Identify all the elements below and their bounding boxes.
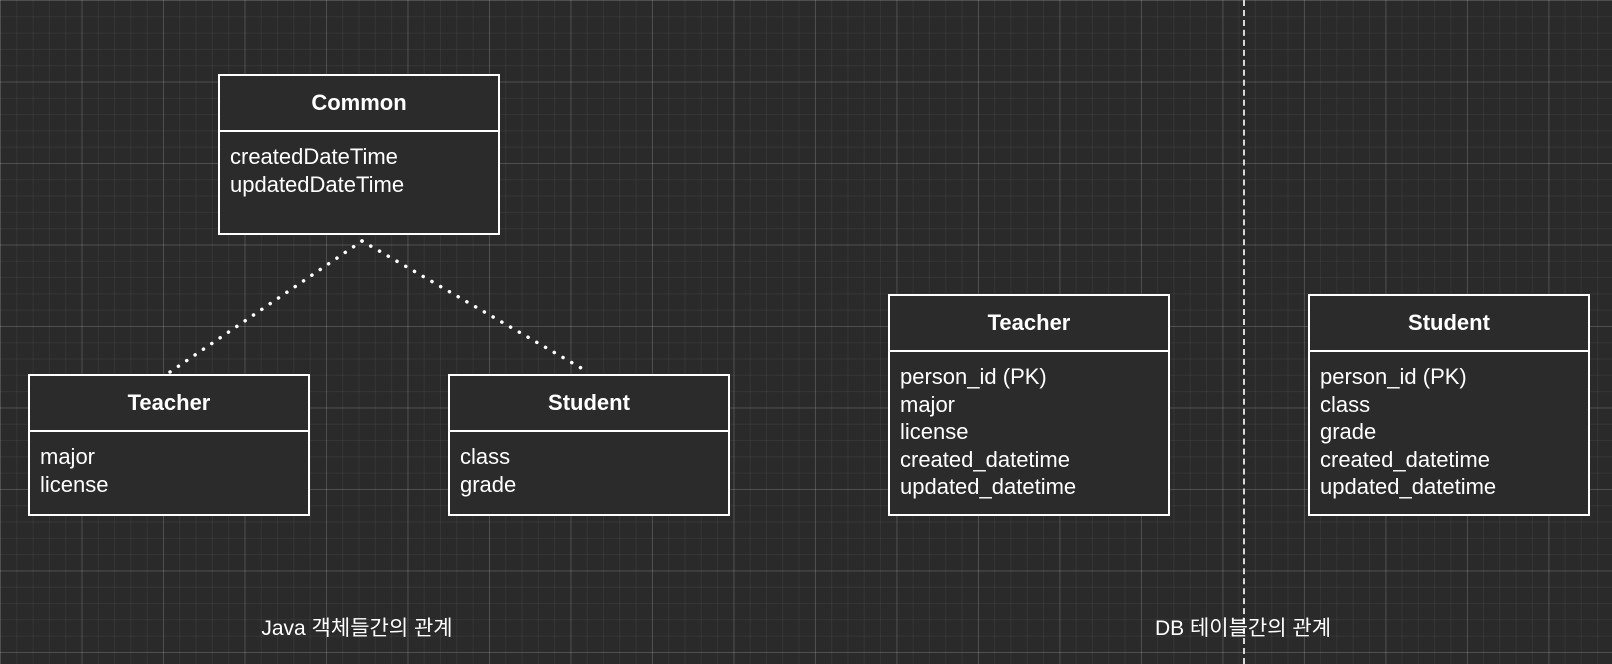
teacher-class-title: Teacher	[30, 376, 308, 432]
db-model-caption: DB 테이블간의 관계	[1154, 617, 1332, 640]
teacher-table-column: major	[900, 391, 956, 417]
student-table-columns: person_id (PK) class grade created_datet…	[1310, 352, 1588, 509]
student-class-box[interactable]: Student class grade	[448, 374, 730, 516]
teacher-field: major	[40, 444, 96, 469]
student-class-fields: class grade	[450, 432, 728, 506]
student-class-title: Student	[450, 376, 728, 432]
student-table-column: person_id (PK)	[1320, 364, 1467, 389]
teacher-table-box[interactable]: Teacher person_id (PK) major license cre…	[888, 294, 1170, 516]
student-field: class	[460, 444, 511, 469]
common-field: updatedDateTime	[230, 171, 405, 197]
teacher-table-column: person_id (PK)	[900, 364, 1047, 389]
common-class-title: Common	[220, 76, 498, 132]
teacher-table-column: updated_datetime	[900, 474, 1077, 499]
teacher-field: license	[40, 471, 109, 497]
student-table-box[interactable]: Student person_id (PK) class grade creat…	[1308, 294, 1590, 516]
teacher-table-columns: person_id (PK) major license created_dat…	[890, 352, 1168, 509]
common-field: createdDateTime	[230, 144, 398, 169]
teacher-inherits-common-connector	[168, 239, 364, 374]
common-class-box[interactable]: Common createdDateTime updatedDateTime	[218, 74, 500, 235]
student-table-column: grade	[1320, 419, 1377, 444]
student-inherits-common-connector	[360, 239, 590, 374]
teacher-table-title: Teacher	[890, 296, 1168, 352]
student-field: grade	[460, 471, 517, 497]
common-class-fields: createdDateTime updatedDateTime	[220, 132, 498, 206]
page-break-divider	[1243, 0, 1245, 664]
teacher-class-box[interactable]: Teacher major license	[28, 374, 310, 516]
student-table-column: created_datetime	[1320, 446, 1490, 472]
student-table-column: class	[1320, 391, 1371, 417]
teacher-class-fields: major license	[30, 432, 308, 506]
java-model-caption: Java 객체들간의 관계	[261, 617, 453, 640]
teacher-table-column: license	[900, 419, 969, 444]
student-table-title: Student	[1310, 296, 1588, 352]
teacher-table-column: created_datetime	[900, 446, 1070, 472]
student-table-column: updated_datetime	[1320, 474, 1497, 499]
